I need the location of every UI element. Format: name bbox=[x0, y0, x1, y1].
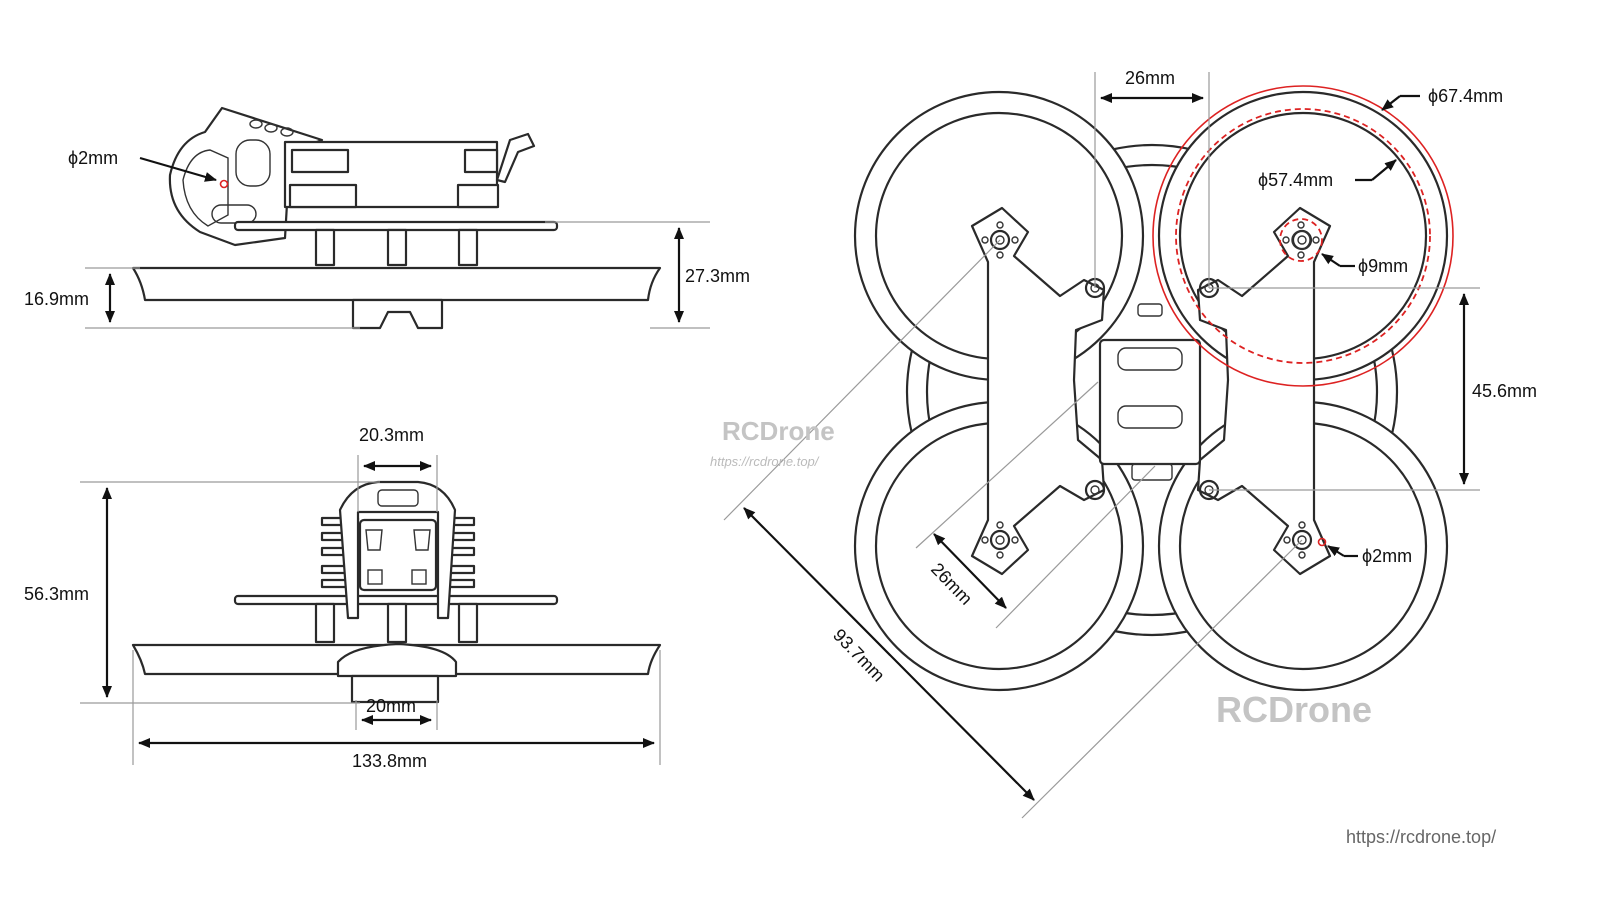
side-view: ϕ2mm 27.3mm 16.9mm bbox=[24, 106, 750, 330]
diag-total-label: 93.7mm bbox=[829, 625, 889, 686]
inner-dia-circle bbox=[1175, 108, 1431, 364]
motor-dia-circle bbox=[1279, 218, 1323, 262]
standoffs bbox=[314, 228, 479, 267]
side-height-guard-label: 16.9mm bbox=[24, 289, 89, 309]
arm-plate bbox=[233, 220, 559, 232]
inner-dia-label: ϕ57.4mm bbox=[1258, 170, 1333, 190]
center-stack bbox=[1098, 338, 1202, 466]
watermarks: RCDrone https://rcdrone.top/ RCDrone htt… bbox=[710, 416, 1496, 847]
corner-url: https://rcdrone.top/ bbox=[1346, 827, 1496, 847]
front-top-width-label: 20.3mm bbox=[359, 425, 424, 445]
battery-pad bbox=[351, 298, 444, 330]
watermark-url-small: https://rcdrone.top/ bbox=[710, 454, 820, 469]
side-height-total-label: 27.3mm bbox=[685, 266, 750, 286]
top-view: 26mm ϕ67.4mm ϕ57.4mm ϕ9mm 45.6mm ϕ2mm 26… bbox=[723, 68, 1537, 819]
watermark-brand-mid: RCDrone bbox=[722, 416, 835, 446]
highlight-circles bbox=[1152, 85, 1454, 387]
outer-dia-circle bbox=[1152, 85, 1454, 387]
front-total-width-label: 133.8mm bbox=[352, 751, 427, 771]
watermark-brand-big: RCDrone bbox=[1216, 689, 1372, 730]
vertical-spacing-label: 45.6mm bbox=[1472, 381, 1537, 401]
front-bottom-width-label: 20mm bbox=[366, 696, 416, 716]
motor-hole-label: ϕ2mm bbox=[1362, 546, 1412, 566]
side-hole-icon bbox=[219, 179, 229, 189]
antenna-connector bbox=[495, 132, 536, 184]
outer-dia-label: ϕ67.4mm bbox=[1428, 86, 1503, 106]
top-spacing-label: 26mm bbox=[1125, 68, 1175, 88]
motor-dia-label: ϕ9mm bbox=[1358, 256, 1408, 276]
prop-guard bbox=[131, 266, 662, 302]
front-arm-plate bbox=[233, 594, 559, 606]
frame-arms bbox=[970, 206, 1332, 576]
front-camera-cage bbox=[338, 480, 457, 620]
motor-hole-icon bbox=[1317, 537, 1327, 547]
side-hole-label: ϕ2mm bbox=[68, 148, 118, 168]
front-view: 20.3mm 56.3mm 20mm 133.8mm bbox=[24, 425, 662, 771]
front-height-label: 56.3mm bbox=[24, 584, 89, 604]
